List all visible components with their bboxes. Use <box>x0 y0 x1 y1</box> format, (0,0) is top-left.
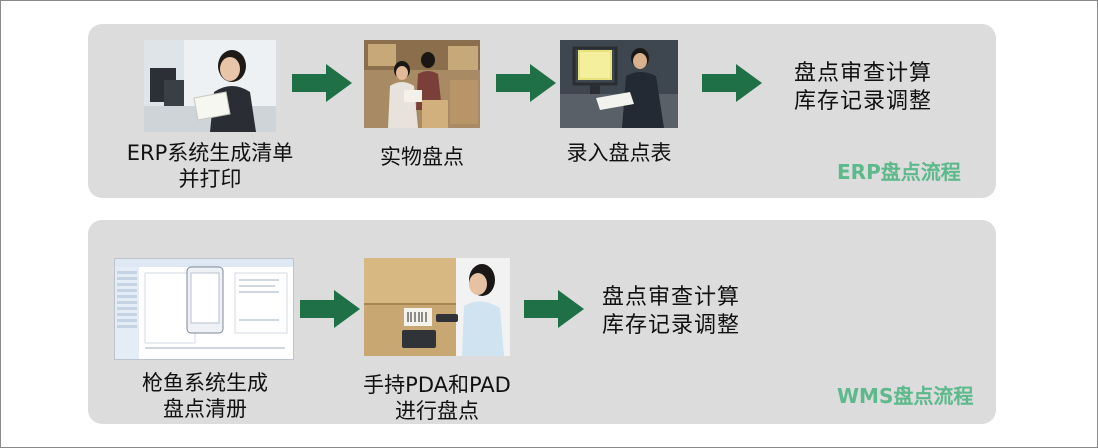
right-arrow-icon <box>300 290 360 328</box>
wms-step-1-label: 枪鱼系统生成 盘点清册 <box>142 371 268 421</box>
erp-step-1-label: ERP系统生成清单 并打印 <box>126 141 294 191</box>
right-arrow-icon <box>496 64 556 102</box>
right-arrow-icon <box>292 64 352 102</box>
software-screenshot <box>114 258 294 360</box>
erp-summary-text: 盘点审查计算 库存记录调整 <box>794 61 933 114</box>
pda-scanning-photo <box>364 258 510 356</box>
wms-process-panel: 枪鱼系统生成 盘点清册 手持PDA和PAD 进行盘点 盘点审查计算 库存记录调整 <box>88 220 996 424</box>
warehouse-workers-photo <box>364 40 480 128</box>
wms-summary-text: 盘点审查计算 库存记录调整 <box>602 285 741 338</box>
erp-step-2-label: 实物盘点 <box>380 145 464 169</box>
data-entry-photo <box>560 40 678 128</box>
wms-process-tag: WMS盘点流程 <box>837 384 974 408</box>
erp-process-panel: ERP系统生成清单 并打印 实物盘点 <box>88 24 996 198</box>
wms-step-2-label: 手持PDA和PAD 进行盘点 <box>363 373 511 423</box>
erp-step-3-label: 录入盘点表 <box>566 141 672 165</box>
right-arrow-icon <box>702 64 762 102</box>
right-arrow-icon <box>524 290 584 328</box>
office-worker-photo <box>144 40 276 132</box>
erp-process-tag: ERP盘点流程 <box>837 160 961 184</box>
